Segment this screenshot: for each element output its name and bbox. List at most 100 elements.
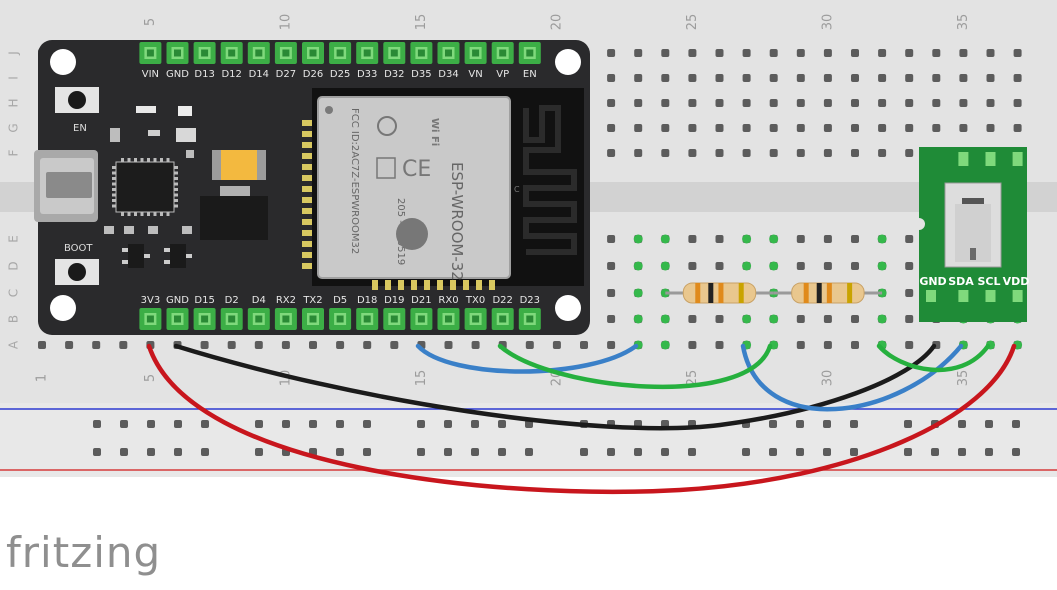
breadboard-hole bbox=[931, 448, 939, 456]
transistor-1 bbox=[122, 244, 150, 268]
module-wifi-label: Wi Fi bbox=[429, 118, 440, 146]
sensor-pad bbox=[958, 290, 969, 302]
breadboard-hole bbox=[715, 235, 724, 243]
breadboard-hole bbox=[986, 124, 995, 132]
smd-cap-1 bbox=[176, 128, 196, 142]
connected-hole bbox=[742, 234, 752, 244]
connected-hole bbox=[742, 261, 752, 271]
breadboard-hole bbox=[661, 124, 670, 132]
column-number-top: 35 bbox=[956, 14, 971, 31]
pin-label: D34 bbox=[438, 69, 458, 80]
breadboard-hole bbox=[959, 74, 968, 82]
smd-res-4 bbox=[104, 226, 114, 234]
breadboard-hole bbox=[201, 448, 209, 456]
breadboard-hole bbox=[985, 420, 993, 428]
power-rail bbox=[0, 403, 1057, 477]
boot-button-label: BOOT bbox=[64, 243, 93, 254]
breadboard-hole bbox=[607, 99, 616, 107]
breadboard-hole bbox=[878, 74, 887, 82]
breadboard-hole bbox=[905, 315, 914, 323]
breadboard-hole bbox=[93, 420, 101, 428]
breadboard-hole bbox=[471, 341, 480, 349]
connected-hole bbox=[769, 314, 779, 324]
en-button[interactable] bbox=[55, 87, 99, 113]
breadboard-hole bbox=[201, 420, 209, 428]
breadboard-hole bbox=[607, 74, 616, 82]
breadboard-hole bbox=[905, 49, 914, 57]
pin-label: D15 bbox=[194, 295, 214, 306]
breadboard-hole bbox=[444, 420, 452, 428]
breadboard-hole bbox=[905, 149, 914, 157]
column-number-bottom: 25 bbox=[685, 370, 700, 387]
sensor-pad bbox=[958, 152, 969, 166]
pin-label: GND bbox=[166, 295, 189, 306]
breadboard-hole bbox=[227, 341, 236, 349]
breadboard-hole bbox=[823, 99, 832, 107]
pcb-antenna bbox=[523, 105, 577, 255]
breadboard-hole bbox=[850, 420, 858, 428]
breadboard-hole bbox=[905, 341, 914, 349]
transistor-2 bbox=[164, 244, 192, 268]
pin-label: RX0 bbox=[438, 295, 458, 306]
pin-label: D21 bbox=[411, 295, 431, 306]
ce-mark: CE bbox=[402, 157, 431, 182]
breadboard-hole bbox=[607, 124, 616, 132]
breadboard-hole bbox=[120, 420, 128, 428]
row-letter: I bbox=[7, 76, 21, 80]
breadboard-hole bbox=[878, 124, 887, 132]
breadboard-hole bbox=[688, 74, 697, 82]
breadboard-hole bbox=[851, 49, 859, 57]
espressif-logo bbox=[396, 218, 428, 250]
smd-res-1 bbox=[148, 130, 160, 136]
mount-hole-br bbox=[555, 295, 581, 321]
breadboard-hole bbox=[336, 420, 344, 428]
sensor-pad bbox=[985, 152, 996, 166]
breadboard-hole bbox=[796, 99, 805, 107]
breadboard-hole bbox=[985, 448, 993, 456]
sensor-pin-label: SDA bbox=[948, 275, 974, 288]
breadboard-hole bbox=[688, 448, 696, 456]
connected-hole bbox=[633, 314, 643, 324]
breadboard-hole bbox=[281, 341, 290, 349]
breadboard-hole bbox=[1013, 99, 1022, 107]
breadboard-hole bbox=[796, 420, 804, 428]
mount-hole-bl bbox=[50, 295, 76, 321]
breadboard-hole bbox=[525, 420, 533, 428]
mount-hole-tl bbox=[50, 49, 76, 75]
sensor-pin-label: GND bbox=[919, 275, 946, 288]
breadboard-hole bbox=[959, 99, 968, 107]
sensor-mount-notch bbox=[913, 218, 925, 230]
row-letter: B bbox=[7, 315, 21, 323]
pin-label: D33 bbox=[357, 69, 377, 80]
breadboard-hole bbox=[309, 420, 317, 428]
breadboard-hole bbox=[634, 448, 642, 456]
breadboard-hole bbox=[688, 149, 697, 157]
voltage-regulator bbox=[200, 186, 268, 240]
wire-red-3v3-vdd bbox=[146, 343, 1017, 495]
wire-green-scl bbox=[876, 343, 991, 373]
breadboard-hole bbox=[417, 420, 425, 428]
connected-hole bbox=[877, 261, 887, 271]
smd-led-2 bbox=[178, 106, 192, 116]
breadboard-hole bbox=[688, 124, 697, 132]
pin-label: VP bbox=[496, 69, 509, 80]
sensor-pad bbox=[1012, 290, 1023, 302]
row-letter: G bbox=[7, 123, 21, 132]
r-mark-logo bbox=[376, 157, 396, 179]
breadboard-hole bbox=[147, 448, 155, 456]
breadboard-hole bbox=[796, 149, 805, 157]
breadboard-hole bbox=[363, 420, 371, 428]
mount-hole-tr bbox=[555, 49, 581, 75]
breadboard-hole bbox=[905, 99, 914, 107]
breadboard-hole bbox=[851, 99, 859, 107]
pin-label: D13 bbox=[194, 69, 214, 80]
breadboard-hole bbox=[796, 315, 805, 323]
breadboard-hole bbox=[607, 49, 616, 57]
breadboard-hole bbox=[255, 420, 263, 428]
module-label: ESP-WROOM-32 bbox=[448, 162, 466, 281]
breadboard-hole bbox=[471, 420, 479, 428]
boot-button[interactable] bbox=[55, 259, 99, 285]
breadboard-hole bbox=[688, 99, 697, 107]
connected-hole bbox=[660, 234, 670, 244]
breadboard-hole bbox=[498, 420, 506, 428]
